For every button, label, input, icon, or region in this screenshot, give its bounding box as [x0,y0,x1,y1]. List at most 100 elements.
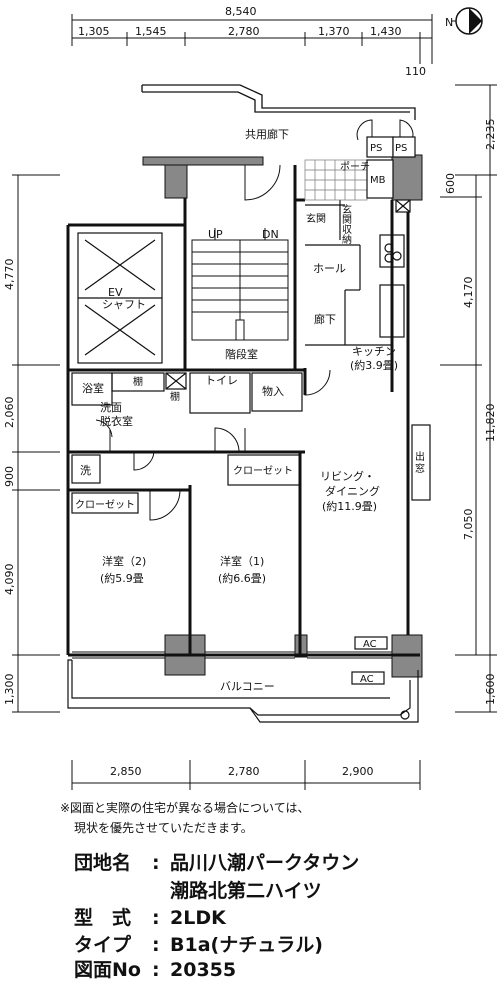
kitchen-label-1: キッチン [352,345,396,358]
bay-window-label-2: 窓 [415,462,425,475]
closet-label-2: クローゼット [75,499,135,511]
dim-top-3: 2,780 [228,25,260,38]
bay-window-label-1: 出 [415,450,425,463]
info-value-building: 潮路北第二ハイツ [170,880,322,902]
info-label-complex: 団地名 [74,852,132,874]
north-label: N [445,16,453,29]
info-type: タイプ: B1a(ナチュラル) [74,930,323,957]
disclaimer-line-2: 現状を優先させていただきます。 [74,821,253,835]
dim-left-1: 4,770 [3,259,16,291]
left-dimensions [12,174,60,713]
stair-treads [191,228,289,341]
disclaimer-line-1: ※図面と実際の住宅が異なる場合については、 [60,801,310,815]
dim-bottom-2: 2,780 [228,765,260,778]
closet-label-1: クローゼット [233,465,293,477]
dn-label: DN [262,228,279,241]
walls [66,165,420,657]
storage-char-3: 収 [342,224,352,236]
ev-label-1: EV [108,286,123,299]
dim-right-outer-2: 11,820 [484,404,497,443]
structural-columns [142,154,423,678]
living-label-3: (約11.9畳) [322,499,377,513]
dim-right-inner-1: 600 [444,173,457,194]
entrance-label: 玄関 [306,212,326,225]
info-label-type: タイプ [74,934,132,956]
info-building-name: 潮路北第二ハイツ [74,876,322,903]
western1-label-1: 洋室（1) [220,554,264,568]
top-dimensions [71,14,433,64]
washroom-label-2: 脱衣室 [100,414,133,428]
mb-label: MB [370,175,386,186]
common-corridor [141,84,416,120]
info-type-model: 型 式:2LDK [74,903,226,930]
dim-right-outer-3: 1,600 [484,674,497,706]
storage-char-4: 納 [342,233,352,246]
dim-left-3: 900 [3,466,16,487]
dim-right-inner-3: 7,050 [462,509,475,541]
closet-store-label: 物入 [262,384,284,398]
ps-label-2: PS [395,143,407,154]
info-complex-name: 団地名: 品川八潮パークタウン [74,848,359,875]
western2-label-2: (約5.9畳 [100,571,144,585]
living-label-1: リビング・ [320,469,375,483]
shelf-label-1: 棚 [133,375,143,388]
dim-left-4: 4,090 [3,564,16,596]
info-colon: : [152,934,160,956]
western2-label-1: 洋室（2) [102,554,146,568]
info-colon: : [152,907,160,929]
dim-left-2: 2,060 [3,397,16,429]
ac-label-2: AC [360,674,374,685]
info-value-model: 2LDK [170,907,226,929]
stairs-label: 階段室 [225,347,258,361]
ev-label-2: シャフト [102,298,146,311]
dim-top-small: 110 [405,65,426,78]
info-value-drawing: 20355 [170,959,237,981]
porch-grid [304,159,368,201]
window-tracks [72,651,392,659]
living-label-2: ダイニング [325,484,380,498]
interior-lines [71,200,431,514]
balcony-label: バルコニー [220,680,275,693]
hallway-label: 廊下 [314,312,336,326]
right-dimensions [440,84,497,713]
ps-label-1: PS [370,143,382,154]
dim-top-total: 8,540 [225,5,257,18]
dim-right-outer-1: 2,235 [484,119,497,151]
compass: N [445,7,483,35]
western1-label-2: (約6.6畳) [218,571,266,585]
up-label: UP [208,228,223,241]
info-label-model: 型 式 [74,907,132,929]
door-swings [95,119,414,521]
ac-label-1: AC [363,639,377,650]
washroom-label-1: 洗面 [100,401,122,414]
info-colon: : [152,852,160,874]
hall-label: ホール [313,262,346,275]
floor-plan: N 8,540 1,305 1,545 2,780 1,370 1,430 11… [3,5,497,790]
kitchen-label-2: (約3.9畳) [350,358,398,372]
dim-left-5: 1,300 [3,674,16,706]
info-label-drawing: 図面No [74,959,141,981]
storage-char-2: 関 [342,214,352,226]
dim-bottom-1: 2,850 [110,765,142,778]
porch-label: ポーチ [340,161,370,173]
dim-top-4: 1,370 [318,25,350,38]
corridor-label: 共用廊下 [245,127,289,141]
info-value-complex: 品川八潮パークタウン [170,852,360,874]
service-boxes [366,136,416,213]
dim-top-1: 1,305 [78,25,110,38]
toilet-label: トイレ [205,374,238,387]
balcony-outline [67,636,419,723]
storage-char-1: 玄 [342,203,352,216]
disclaimer-note: ※図面と実際の住宅が異なる場合については、 現状を優先させていただきます。 [60,798,309,838]
bottom-dimensions [71,760,421,790]
info-colon: : [152,959,160,981]
dim-top-5: 1,430 [370,25,402,38]
dim-top-2: 1,545 [135,25,167,38]
info-value-type: B1a(ナチュラル) [170,934,323,956]
dim-right-inner-2: 4,170 [462,277,475,309]
washer-label: 洗 [80,464,91,477]
info-drawing-no: 図面No:20355 [74,955,236,982]
dim-bottom-3: 2,900 [342,765,374,778]
shelf-label-2: 棚 [170,390,180,403]
bath-label: 浴室 [82,381,104,395]
